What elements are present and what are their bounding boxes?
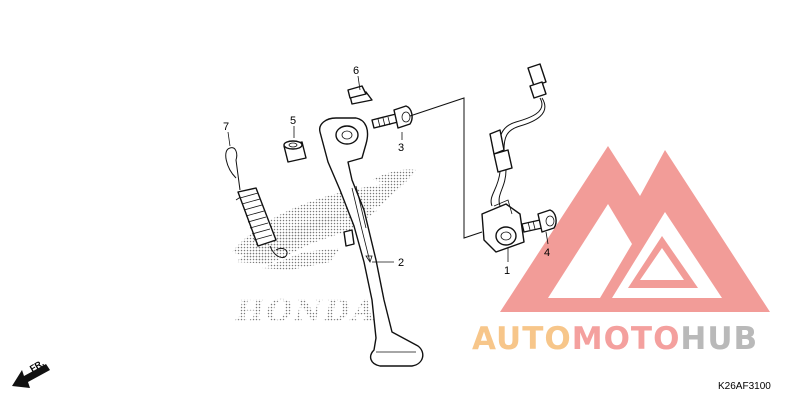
callout-1: 1 [504,265,510,277]
assembly-line [409,97,483,239]
small-bolt-part [521,209,557,233]
callout-5: 5 [290,115,296,127]
watermark-moto: MOTO [572,321,681,357]
spring-coils [237,187,277,247]
callout-7: 7 [223,121,229,133]
svg-text:AUTOMOTOHUB: AUTOMOTOHUB [472,321,758,357]
honda-wing-logo: HONDA [232,169,416,329]
watermark-auto: AUTO [472,321,572,357]
callout-6: 6 [353,65,359,77]
front-direction-marker: FR. [12,358,50,388]
spring-part [225,147,288,259]
honda-logo-text: HONDA [235,294,377,329]
side-stand-switch-part [481,63,547,253]
watermark-hub: HUB [680,321,758,357]
leader-lines [227,75,549,263]
figure-code: K26AF3100 [718,381,771,392]
callout-2: 2 [398,257,404,269]
bolt-part [371,105,413,129]
callout-4: 4 [544,247,550,259]
callout-3: 3 [398,142,404,154]
side-stand-part [319,117,424,367]
arrow-icon [12,364,50,388]
collar-part [283,140,307,163]
stopper-part [347,85,373,105]
watermark-text: AUTOMOTOHUB [472,321,758,357]
watermark-logo [500,146,770,312]
